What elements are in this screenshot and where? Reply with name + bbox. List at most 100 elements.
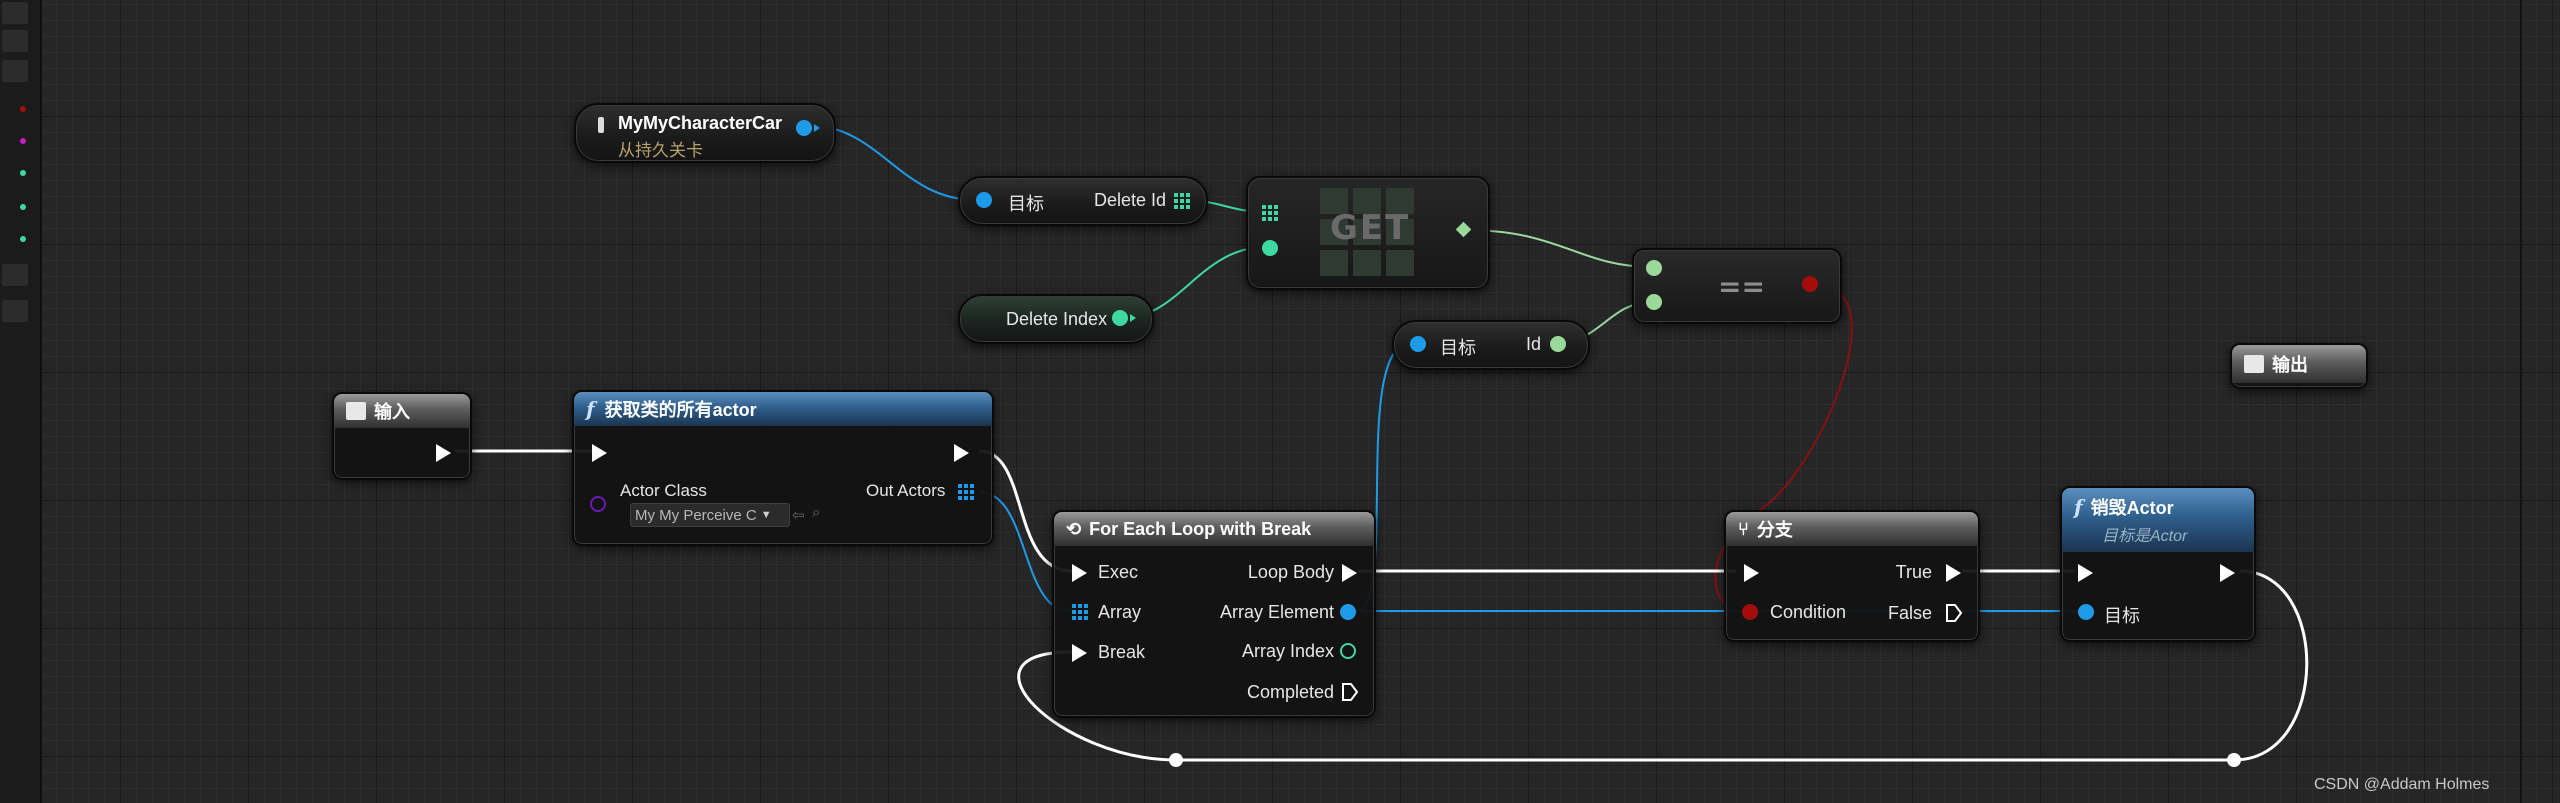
node-header: ⑂ 分支 xyxy=(1726,512,1978,546)
break-label: Break xyxy=(1098,642,1146,662)
index-input-pin[interactable] xyxy=(1262,240,1278,256)
panel-tab[interactable] xyxy=(2,30,28,52)
variable-color-dot xyxy=(20,106,26,112)
node-array-get[interactable]: GET xyxy=(1246,176,1490,290)
variable-icon xyxy=(598,117,604,133)
loop-body-label: Loop Body xyxy=(1247,562,1334,582)
wire-exec xyxy=(2233,569,2309,762)
node-subtitle: 从持久关卡 xyxy=(618,141,703,160)
false-label: False xyxy=(1887,603,1932,623)
array-index-output-pin[interactable] xyxy=(1340,643,1356,659)
bool-output-pin[interactable] xyxy=(1802,276,1818,292)
browse-search-icon[interactable]: ⌕ xyxy=(812,504,821,521)
false-exec-output-pin[interactable] xyxy=(1945,603,1963,623)
node-output[interactable]: 输出 xyxy=(2230,343,2368,389)
function-icon: f xyxy=(586,397,595,421)
condition-input-pin[interactable] xyxy=(1742,604,1758,620)
variable-color-dot xyxy=(20,236,26,242)
panel-tab[interactable] xyxy=(2,2,28,24)
panel-tab[interactable] xyxy=(2,264,28,286)
function-entry-icon xyxy=(346,402,366,420)
exec-label: Exec xyxy=(1098,562,1139,582)
node-header: f 销毁Actor 目标是Actor xyxy=(2062,488,2254,552)
wire-exec xyxy=(1017,650,1177,762)
array-output-pin[interactable] xyxy=(958,484,974,500)
node-for-each-loop-with-break[interactable]: ⟲ For Each Loop with Break Exec Array Br… xyxy=(1052,510,1376,718)
reroute-node xyxy=(1169,753,1183,767)
panel-divider xyxy=(2520,0,2522,803)
panel-tab[interactable] xyxy=(2,60,28,82)
node-branch[interactable]: ⑂ 分支 Condition True False xyxy=(1724,510,1980,642)
equals-label: == xyxy=(1718,270,1765,303)
exec-output-pin[interactable] xyxy=(954,444,969,462)
node-delete-index[interactable]: Delete Index xyxy=(958,294,1154,344)
node-my-character-car[interactable]: MyMyCharacterCar 从持久关卡 xyxy=(574,103,836,163)
actor-class-value: My My Perceive C xyxy=(635,506,757,524)
variable-color-dot xyxy=(20,204,26,210)
exec-input-pin[interactable] xyxy=(1072,564,1087,582)
wire-bool xyxy=(1714,283,1853,613)
target-label: 目标 xyxy=(1440,338,1476,358)
object-output-pin[interactable] xyxy=(796,120,812,136)
target-input-pin[interactable] xyxy=(976,192,992,208)
node-title: 输入 xyxy=(374,402,410,422)
class-input-pin[interactable] xyxy=(590,496,606,512)
true-exec-output-pin[interactable] xyxy=(1946,564,1961,582)
node-header: 输入 xyxy=(334,394,470,428)
node-input[interactable]: 输入 xyxy=(332,392,472,480)
true-label: True xyxy=(1895,562,1932,582)
array-output-pin[interactable] xyxy=(1174,193,1190,209)
exec-input-pin[interactable] xyxy=(1744,564,1759,582)
loop-body-exec-output-pin[interactable] xyxy=(1342,564,1357,582)
array-element-output-pin[interactable] xyxy=(1340,604,1356,620)
wire-struct xyxy=(1465,229,1653,268)
struct-output-pin[interactable] xyxy=(1455,221,1472,238)
node-destroy-actor[interactable]: f 销毁Actor 目标是Actor 目标 xyxy=(2060,486,2256,642)
node-get-delete-id[interactable]: 目标 Delete Id xyxy=(958,176,1208,226)
pin-arrow-icon xyxy=(1130,314,1136,322)
int-output-pin[interactable] xyxy=(1112,310,1128,326)
reroute-node xyxy=(2227,753,2241,767)
chevron-down-icon: ▼ xyxy=(760,509,772,521)
break-exec-input-pin[interactable] xyxy=(1072,644,1087,662)
delete-index-label: Delete Index xyxy=(1006,309,1108,329)
use-selected-arrow-icon[interactable]: ⇦ xyxy=(792,507,805,524)
exec-input-pin[interactable] xyxy=(592,444,607,462)
get-label: GET xyxy=(1330,208,1411,248)
node-title: 获取类的所有actor xyxy=(604,400,757,420)
variable-color-dot xyxy=(20,138,26,144)
node-get-id[interactable]: 目标 Id xyxy=(1392,320,1590,370)
equals-input-a-pin[interactable] xyxy=(1646,260,1662,276)
target-input-pin[interactable] xyxy=(1410,336,1426,352)
node-title: MyMyCharacterCar xyxy=(618,113,783,133)
node-equals[interactable]: == xyxy=(1632,248,1842,324)
actor-class-dropdown[interactable]: My My Perceive C ▼ xyxy=(630,503,790,527)
exec-output-pin[interactable] xyxy=(436,444,451,462)
delete-id-label: Delete Id xyxy=(1094,190,1167,210)
struct-output-pin[interactable] xyxy=(1550,336,1566,352)
id-label: Id xyxy=(1526,334,1542,354)
array-input-pin[interactable] xyxy=(1262,205,1278,221)
array-label: Array xyxy=(1098,602,1142,622)
completed-exec-output-pin[interactable] xyxy=(1341,682,1359,702)
equals-input-b-pin[interactable] xyxy=(1646,294,1662,310)
node-title: For Each Loop with Break xyxy=(1089,518,1312,539)
branch-icon: ⑂ xyxy=(1738,518,1749,539)
watermark: CSDN @Addam Holmes xyxy=(2314,776,2490,793)
left-panel-strip xyxy=(0,0,42,803)
exec-input-pin[interactable] xyxy=(2078,564,2093,582)
array-input-pin[interactable] xyxy=(1072,604,1088,620)
condition-label: Condition xyxy=(1770,602,1847,622)
node-get-all-actors-of-class[interactable]: f 获取类的所有actor Actor Class My My Perceive… xyxy=(572,390,994,546)
array-element-label: Array Element xyxy=(1219,602,1334,622)
exec-output-pin[interactable] xyxy=(2220,564,2235,582)
node-title: 分支 xyxy=(1756,520,1793,540)
actor-class-label: Actor Class xyxy=(620,481,707,500)
function-result-icon xyxy=(2244,355,2264,373)
target-input-pin[interactable] xyxy=(2078,604,2094,620)
loop-icon: ⟲ xyxy=(1066,518,1082,539)
panel-tab[interactable] xyxy=(2,300,28,322)
completed-label: Completed xyxy=(1246,682,1334,702)
node-subtitle: 目标是Actor xyxy=(2102,528,2188,545)
